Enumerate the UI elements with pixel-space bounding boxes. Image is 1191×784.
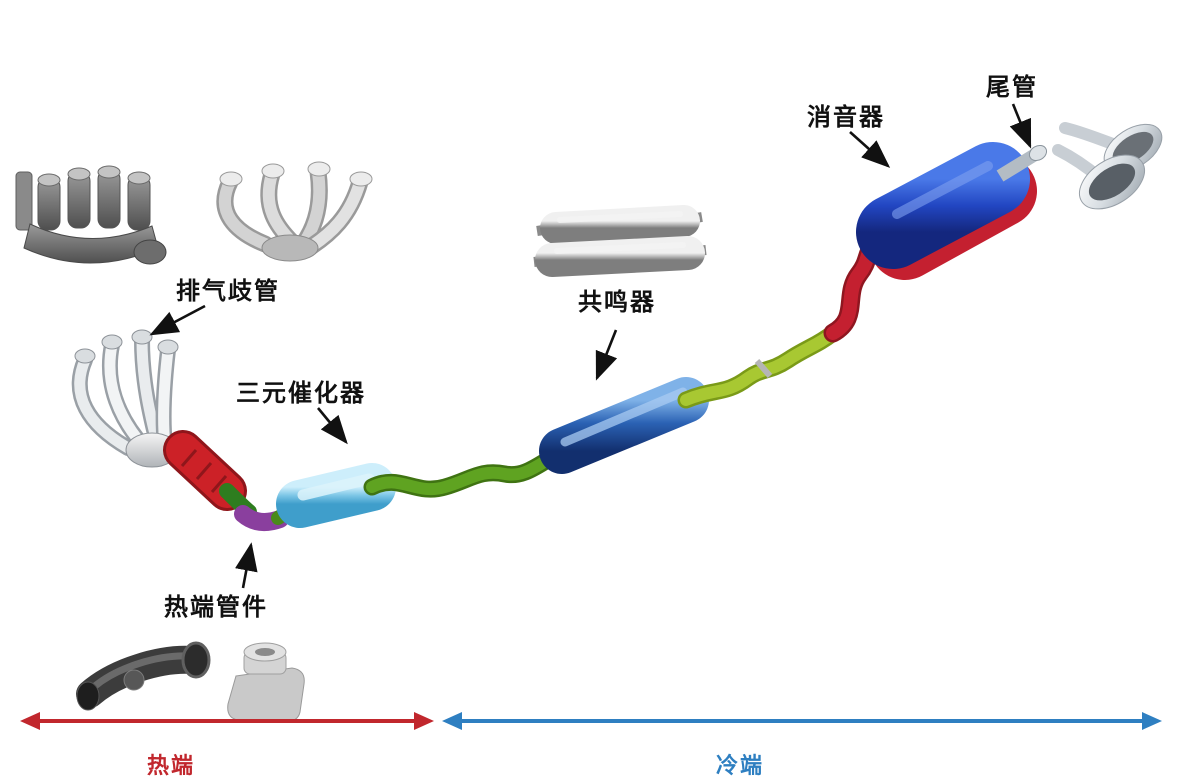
arrow-to-resonator (595, 329, 618, 381)
cold-arrow-left-head (442, 712, 462, 730)
resonator-render (539, 377, 709, 474)
label-hot-end-pipe: 热端管件 (164, 593, 268, 621)
elbow-sensor-boss (123, 669, 145, 691)
muffler-render (856, 142, 1037, 280)
hot-end-elbow-photo (76, 641, 211, 711)
manifold-runners (37, 165, 151, 231)
label-exhaust-manifold: 排气歧管 (176, 277, 280, 305)
hot-arrow-right-head (414, 712, 434, 730)
arrow-to-tailpipe (1009, 103, 1032, 149)
flex-pipe-red (163, 430, 247, 511)
cold-arrow-right-head (1142, 712, 1162, 730)
tubular-header-photo (216, 161, 373, 262)
hot-arrow-left-head (20, 712, 40, 730)
catalytic-converter-render (276, 463, 396, 528)
resonator-photo-bottom (535, 236, 705, 277)
arrow-to-manifold (149, 304, 206, 336)
resonator-photo (533, 205, 707, 277)
cold-zone-arrow (442, 712, 1162, 730)
label-cold-end-zone: 冷端 (716, 753, 764, 779)
hot-end-casting-photo (227, 642, 305, 723)
arrow-to-catalytic-converter (316, 407, 348, 445)
chrome-tailpipe-photo (1052, 122, 1163, 210)
label-hot-end-zone: 热端 (147, 753, 195, 779)
label-muffler: 消音器 (807, 103, 885, 131)
exhaust-system-render (71, 142, 1048, 532)
manifold-render (71, 329, 179, 468)
header-collector (261, 234, 319, 262)
hot-zone-arrow (20, 712, 434, 730)
cast-manifold-photo (15, 165, 167, 265)
rear-pipe-yellow-green (677, 324, 842, 409)
arrow-to-muffler (849, 131, 891, 168)
label-tail-pipe: 尾管 (986, 73, 1038, 101)
resonator-photo-top (540, 205, 700, 244)
tailpipe-render (996, 144, 1048, 182)
label-resonator: 共鸣器 (578, 288, 656, 316)
manifold-outlet (133, 239, 167, 265)
arrow-to-hot-end-pipe (235, 542, 258, 589)
label-catalytic-converter: 三元催化器 (236, 379, 366, 407)
pipe-clamp (754, 359, 773, 378)
tailpipe-tip-front (1079, 154, 1145, 210)
pointer-arrows (149, 103, 1032, 589)
mid-pipe-green (363, 445, 567, 498)
manifold-flange (15, 171, 33, 231)
